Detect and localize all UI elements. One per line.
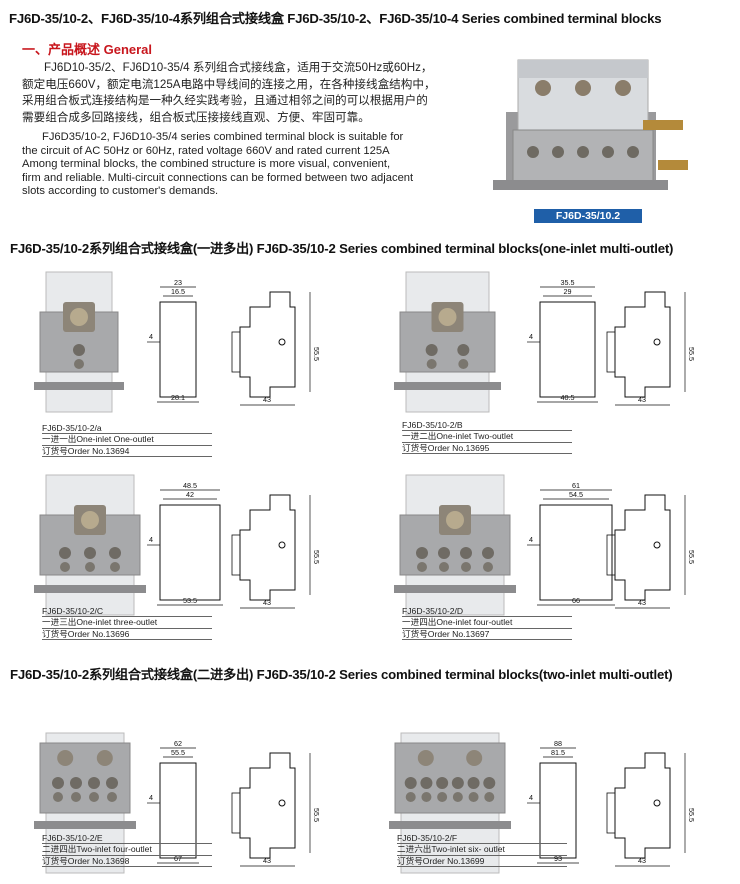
en-line: Among terminal blocks, the combined stru… — [22, 158, 391, 170]
dim-depth: 43 — [263, 395, 271, 404]
overview-heading: 一、产品概述 General — [22, 42, 153, 57]
front-dimension-drawing: 35.529 40.5 4 — [527, 278, 598, 403]
caption-order: 订货号Order No.13696 — [42, 629, 212, 641]
dim-side: 4 — [529, 793, 533, 802]
dim-height: 55.5 — [687, 808, 696, 822]
terminal-block-photo — [34, 271, 124, 413]
caption-order: 订货号Order No.13694 — [42, 446, 212, 458]
dim-depth: 43 — [638, 598, 646, 607]
side-profile-drawing: 55.5 43 — [606, 752, 696, 867]
dim-depth: 43 — [638, 856, 646, 865]
overview-cn-text: FJ6D10-35/2、FJ6D10-35/4 系列组合式接线盒，适用于交流50… — [22, 60, 462, 126]
dim-top-outer: 88 — [554, 739, 562, 748]
caption-desc: 一进四出One-inlet four-outlet — [402, 617, 572, 629]
section1-title: FJ6D-35/10-2系列组合式接线盒(一进多出) FJ6D-35/10-2 … — [10, 241, 674, 256]
page-title: FJ6D-35/10-2、FJ6D-35/10-4系列组合式接线盒 FJ6D-3… — [9, 11, 662, 26]
dim-top-outer: 23 — [174, 278, 182, 287]
overview-en-text: FJ6D35/10-2, FJ6D10-35/4 series combined… — [22, 131, 472, 199]
caption-model: FJ6D-35/10-2/a — [42, 423, 212, 435]
dim-side: 4 — [149, 793, 153, 802]
side-profile-drawing: 55.5 43 — [231, 494, 321, 609]
dim-bottom: 93 — [554, 854, 562, 863]
terminal-block-photo — [394, 474, 516, 616]
dim-side: 4 — [529, 332, 533, 341]
dim-height: 55.5 — [312, 550, 321, 564]
dim-bottom: 67 — [174, 854, 182, 863]
caption-desc: 一进二出One-inlet Two-outlet — [402, 431, 572, 443]
caption-order: 订货号Order No.13697 — [402, 629, 572, 641]
terminal-block-photo — [34, 474, 146, 616]
dim-top-inner: 16.5 — [171, 287, 185, 296]
side-profile-drawing: 55.5 43 — [606, 494, 696, 609]
caption-desc: 二进四出Two-inlet four-outlet — [42, 844, 212, 856]
front-dimension-drawing: 48.542 53.5 4 — [147, 481, 223, 606]
dim-height: 55.5 — [687, 550, 696, 564]
caption-model: FJ6D-35/10-2/D — [402, 606, 572, 618]
dim-top-inner: 55.5 — [171, 748, 185, 757]
dim-height: 55.5 — [312, 808, 321, 822]
caption-order: 订货号Order No.13698 — [42, 856, 212, 868]
cn-line: FJ6D10-35/2、FJ6D10-35/4 系列组合式接线盒，适用于交流50… — [44, 61, 433, 74]
dim-side: 4 — [529, 535, 533, 544]
caption-order: 订货号Order No.13695 — [402, 443, 572, 455]
dim-depth: 43 — [263, 598, 271, 607]
dim-depth: 43 — [263, 856, 271, 865]
dim-top-outer: 48.5 — [183, 481, 197, 490]
en-line: the circuit of AC 50Hz or 60Hz, rated vo… — [22, 144, 390, 157]
cn-line: 额定电压660V，额定电流125A电路中导线间的连接之用，在各种接线盒结构中， — [22, 77, 436, 91]
dim-top-outer: 62 — [174, 739, 182, 748]
dim-top-inner: 54.5 — [569, 490, 583, 499]
dim-side: 4 — [149, 535, 153, 544]
caption-model: FJ6D-35/10-2/E — [42, 833, 212, 845]
dim-top-outer: 35.5 — [561, 278, 575, 287]
photo-tag: FJ6D-35/10.2 — [534, 209, 642, 223]
dim-bottom: 53.5 — [183, 596, 197, 605]
en-line: FJ6D35/10-2, FJ6D10-35/4 series combined… — [42, 131, 404, 143]
caption-order: 订货号Order No.13699 — [397, 856, 567, 868]
section2-title: FJ6D-35/10-2系列组合式接线盒(二进多出) FJ6D-35/10-2 … — [10, 667, 673, 682]
cn-line: 需要组合成多回路接线，组合板式压接接线直观、方便、牢固可靠。 — [22, 110, 370, 124]
terminal-block-photo — [34, 732, 136, 874]
dim-height: 55.5 — [687, 347, 696, 361]
dim-top-outer: 61 — [572, 481, 580, 490]
dim-side: 4 — [149, 332, 153, 341]
product-photo — [493, 59, 688, 190]
terminal-block-photo — [389, 732, 511, 874]
caption-model: FJ6D-35/10-2/F — [397, 833, 567, 845]
dim-bottom: 28.1 — [171, 393, 185, 402]
dim-height: 55.5 — [312, 347, 321, 361]
side-profile-drawing: 55.5 43 — [231, 752, 321, 867]
cn-line: 采用组合板式连接结构是一种久经实践考验，且通过相邻之间的可以根据用户的 — [22, 94, 428, 107]
dim-top-inner: 42 — [186, 490, 194, 499]
en-line: firm and reliable. Multi-circuit connect… — [22, 171, 414, 184]
caption-desc: 一进三出One-inlet three-outlet — [42, 617, 212, 629]
caption-model: FJ6D-35/10-2/B — [402, 420, 572, 432]
caption-desc: 二进六出Two-inlet six- outlet — [397, 844, 567, 856]
side-profile-drawing: 55.5 43 — [231, 291, 321, 406]
dim-bottom: 40.5 — [561, 393, 575, 402]
terminal-block-photo — [394, 271, 501, 413]
en-line: slots according to customer's demands. — [22, 185, 219, 197]
caption-model: FJ6D-35/10-2/C — [42, 606, 212, 618]
dim-bottom: 66 — [572, 596, 580, 605]
caption-desc: 一进一出One-inlet One-outlet — [42, 434, 212, 446]
dim-top-inner: 81.5 — [551, 748, 565, 757]
side-profile-drawing: 55.5 43 — [606, 291, 696, 406]
dim-depth: 43 — [638, 395, 646, 404]
dim-top-inner: 29 — [564, 287, 572, 296]
